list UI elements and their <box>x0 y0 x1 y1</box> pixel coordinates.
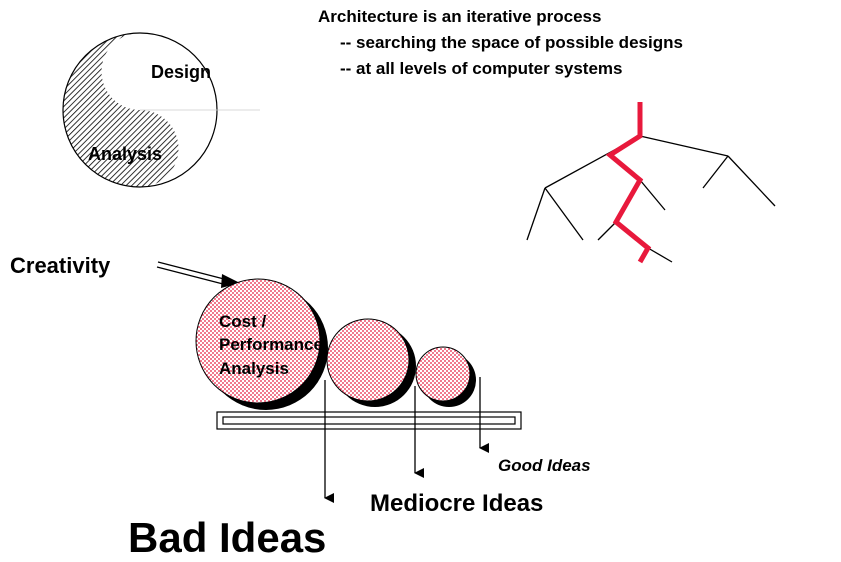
tree-branch <box>544 187 584 241</box>
header-line-2: -- searching the space of possible desig… <box>340 33 683 52</box>
header-line-3: -- at all levels of computer systems <box>340 59 623 78</box>
medium-filter-circle <box>326 318 410 402</box>
analysis-label: Analysis <box>88 144 162 164</box>
cost-label-line-2: Performance <box>219 335 323 354</box>
cost-label-line-3: Analysis <box>219 359 289 378</box>
yin-yang-symbol: Design Analysis <box>62 32 260 188</box>
search-tree <box>526 135 776 263</box>
creativity-label: Creativity <box>10 253 111 278</box>
header-line-1: Architecture is an iterative process <box>318 7 601 26</box>
tree-branch <box>727 155 776 207</box>
cost-performance-circle <box>195 278 321 404</box>
search-path-highlight <box>605 102 652 264</box>
mediocre-ideas-label: Mediocre Ideas <box>370 490 543 517</box>
tree-branch <box>702 155 729 189</box>
tree-branch <box>639 135 729 157</box>
bad-ideas-label: Bad Ideas <box>128 514 326 561</box>
filter-circles: Cost / Performance Analysis <box>195 278 476 410</box>
design-label: Design <box>151 62 211 82</box>
header-text: Architecture is an iterative process -- … <box>318 7 683 78</box>
tree-branch <box>647 247 673 263</box>
tree-branch <box>526 187 546 241</box>
cost-label-line-1: Cost / <box>219 312 267 331</box>
outcome-arrows <box>324 377 489 503</box>
good-ideas-label: Good Ideas <box>498 456 591 475</box>
creativity-arrow-head <box>221 274 240 288</box>
tree-branch <box>639 179 666 211</box>
creativity-arrow <box>156 261 240 288</box>
platform-bar <box>216 411 522 430</box>
tree-branch <box>597 221 617 241</box>
small-filter-circle <box>415 346 471 402</box>
